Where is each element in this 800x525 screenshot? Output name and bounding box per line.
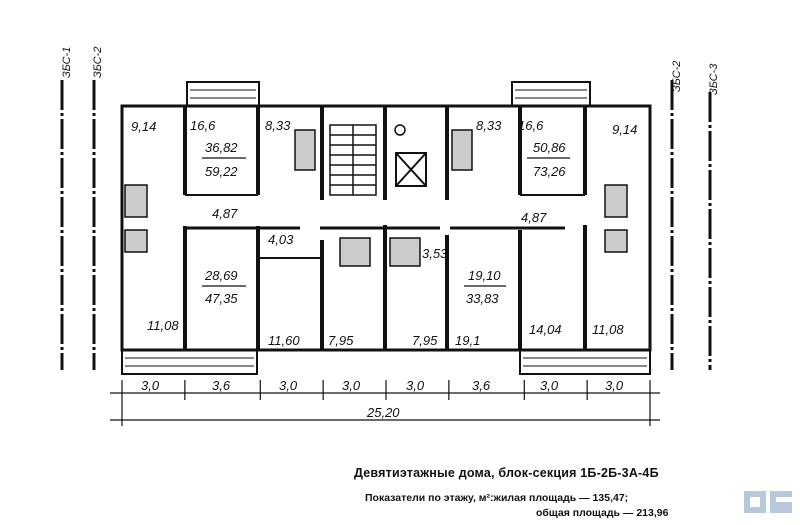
span-label: 3,0 — [141, 378, 160, 393]
elevator — [394, 124, 427, 187]
apartment-total-area: 59,22 — [205, 164, 238, 179]
caption-total-area: общая площадь — 213,96 — [536, 507, 669, 519]
apartment-living-area: 36,82 — [205, 140, 238, 155]
room-area: 19,1 — [455, 333, 480, 348]
walls — [120, 104, 652, 352]
span-label: 3,0 — [605, 378, 624, 393]
span-label: 3,6 — [472, 378, 491, 393]
caption-title: Девятиэтажные дома, блок-секция 1Б-2Б-3А… — [354, 466, 659, 480]
apartment-living-area: 50,86 — [533, 140, 566, 155]
axis-label: ЗБС-1 — [61, 47, 73, 78]
apartment-living-area: 28,69 — [204, 268, 238, 283]
axis-label: ЗБС-2 — [92, 47, 104, 78]
span-label: 3,0 — [279, 378, 298, 393]
span-label: 3,6 — [212, 378, 231, 393]
room-area: 11,08 — [592, 322, 624, 337]
room-area: 14,04 — [529, 322, 562, 337]
room-area: 16,6 — [190, 118, 216, 133]
watermark-logo — [744, 491, 792, 513]
room-area: 7,95 — [412, 333, 438, 348]
room-area: 7,95 — [328, 333, 354, 348]
room-area: 11,60 — [268, 333, 300, 348]
room-area: 4,87 — [212, 206, 238, 221]
apartment-living-area: 19,10 — [468, 268, 501, 283]
room-area: 16,6 — [518, 118, 544, 133]
staircase — [329, 124, 377, 196]
dimension-lines — [110, 380, 660, 426]
apartment-total-area: 73,26 — [533, 164, 566, 179]
room-area: 4,87 — [521, 210, 547, 225]
room-area: 8,33 — [265, 118, 291, 133]
room-area: 8,33 — [476, 118, 502, 133]
bathrooms — [124, 129, 628, 267]
room-area: 9,14 — [612, 122, 637, 137]
room-area: 3,53 — [422, 246, 448, 261]
axis-label: ЗБС-2 — [671, 61, 683, 92]
axis-label: ЗБС-3 — [708, 63, 720, 95]
balconies — [121, 81, 651, 375]
span-label: 3,0 — [406, 378, 425, 393]
span-label: 3,0 — [342, 378, 361, 393]
apartment-total-area: 47,35 — [205, 291, 238, 306]
caption-living-area: Показатели по этажу, м²:жилая площадь — … — [365, 492, 629, 504]
total-width-label: 25,20 — [366, 405, 400, 420]
room-labels: 9,14 16,6 36,82 59,22 8,33 4,87 4,03 28,… — [131, 118, 637, 348]
apartment-total-area: 33,83 — [466, 291, 499, 306]
room-area: 4,03 — [268, 232, 294, 247]
room-area: 11,08 — [147, 318, 179, 333]
room-area: 9,14 — [131, 119, 156, 134]
dimension-labels: 3,0 3,6 3,0 3,0 3,0 3,6 3,0 3,0 25,20 — [141, 378, 624, 420]
axis-markers — [60, 80, 712, 370]
span-label: 3,0 — [540, 378, 559, 393]
